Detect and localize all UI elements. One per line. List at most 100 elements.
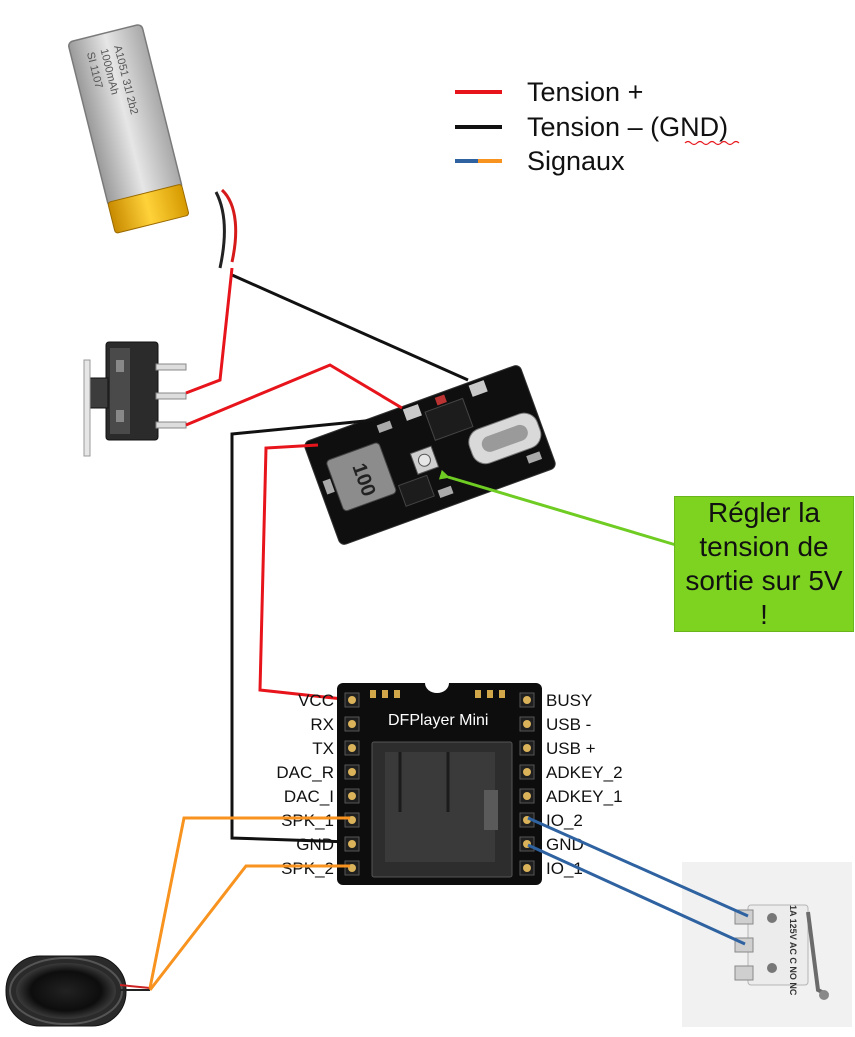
legend-item-positive: Tension +	[455, 77, 643, 107]
note-callout: Régler la tension de sortie sur 5V !	[674, 496, 854, 632]
mosfet	[397, 474, 435, 507]
header-pin-pad	[348, 792, 356, 800]
smd-led	[434, 394, 447, 406]
smd-part	[394, 690, 400, 698]
microswitch-body	[747, 904, 809, 986]
wire-board-to-vcc	[258, 443, 353, 702]
speaker-lead	[119, 984, 151, 989]
header-pin-pad	[348, 744, 356, 752]
legend-item-ground: Tension – (GND)	[455, 112, 740, 146]
dfplayer-left-header	[344, 692, 360, 876]
dfplayer-right-pin-labels: BUSY USB - USB + ADKEY_2 ADKEY_1 IO_2 GN…	[546, 691, 623, 878]
legend-label: Signaux	[527, 146, 625, 176]
switch-notch	[116, 410, 124, 422]
wire-spk2	[148, 864, 350, 991]
header-pin-pad	[523, 792, 531, 800]
wire-spk1	[148, 816, 350, 989]
header-pin-pad	[523, 768, 531, 776]
smd-part	[437, 485, 454, 499]
pin-label-usb-plus: USB +	[546, 739, 596, 758]
wire-switch-to-board	[185, 363, 403, 427]
switch-face	[110, 348, 130, 434]
pin-label-adkey-1: ADKEY_1	[546, 787, 623, 806]
micro-switch: 1A 125V AC C NO NC	[682, 862, 852, 1027]
pin-label-spk-1: SPK_1	[281, 811, 334, 830]
dfplayer-mini: DFPlayer Mini	[337, 683, 542, 885]
switch-pin	[155, 392, 187, 400]
switch-notch	[116, 360, 124, 372]
smd-part	[370, 690, 376, 698]
battery-black-lead	[214, 191, 226, 269]
potentiometer-screw	[417, 453, 431, 467]
pin-label-vcc: VCC	[298, 691, 334, 710]
wire-io2	[527, 816, 749, 918]
sd-card-spring	[484, 790, 498, 830]
pin-label-tx: TX	[312, 739, 334, 758]
dfplayer-title: DFPlayer Mini	[388, 712, 488, 729]
header-pin-pad	[348, 696, 356, 704]
sd-card-guide	[398, 752, 450, 812]
pin-label-rx: RX	[310, 715, 334, 734]
wire-battery-to-switch	[185, 267, 234, 395]
pin-label-busy: BUSY	[546, 691, 592, 710]
header-pin-pad	[348, 840, 356, 848]
positive-wires	[185, 267, 403, 702]
header-pin-pad	[523, 744, 531, 752]
smd-part	[526, 451, 543, 464]
legend-label: Tension – (GND)	[527, 112, 728, 142]
signal-wires	[148, 816, 749, 991]
legend-item-signals: Signaux	[455, 146, 625, 176]
pin-label-dac-r: DAC_R	[276, 763, 334, 782]
smd-part	[376, 420, 393, 433]
pin-label-gnd: GND	[296, 835, 334, 854]
smd-part	[499, 690, 505, 698]
smd-part	[487, 690, 493, 698]
switch-pin	[155, 421, 187, 429]
pin-label-io-1: IO_1	[546, 859, 583, 878]
dfplayer-notch	[425, 683, 449, 693]
switch-lever	[89, 377, 109, 409]
pad-bminus	[468, 380, 488, 397]
inductor	[326, 442, 397, 512]
microswitch-marking: 1A 125V AC C NO NC	[788, 905, 798, 996]
smd-part	[382, 690, 388, 698]
legend-label: Tension +	[527, 77, 643, 107]
ground-wires	[230, 273, 469, 844]
smd-part	[475, 690, 481, 698]
pin-label-usb-minus: USB -	[546, 715, 591, 734]
microswitch-hole	[767, 913, 777, 923]
dfplayer-left-pin-labels: VCC RX TX DAC_R DAC_I SPK_1 GND SPK_2	[276, 691, 334, 878]
note-text: Régler la tension de sortie sur 5V !	[685, 497, 843, 630]
wire-io1	[527, 843, 746, 946]
battery-red-lead	[220, 188, 238, 263]
pin-label-dac-i: DAC_I	[284, 787, 334, 806]
pin-label-io-2: IO_2	[546, 811, 583, 830]
note-arrow	[438, 469, 677, 547]
sd-card-opening	[385, 752, 495, 862]
pin-label-spk-2: SPK_2	[281, 859, 334, 878]
speaker	[5, 955, 151, 1027]
microswitch-hole	[767, 963, 777, 973]
slide-switch	[83, 341, 187, 457]
header-pin-pad	[523, 696, 531, 704]
legend: Tension + Tension – (GND) Signaux	[455, 77, 740, 176]
spellcheck-underline	[684, 140, 740, 146]
header-pin-pad	[348, 768, 356, 776]
lipo-battery: A1051 31l 2b2 1000mAh SI 1107	[68, 24, 238, 269]
charger-boost-board: 100	[304, 365, 556, 545]
header-pin-pad	[523, 720, 531, 728]
header-pin-pad	[348, 720, 356, 728]
microswitch-terminal	[734, 965, 754, 981]
smd-part	[322, 478, 335, 495]
pin-label-gnd-right: GND	[546, 835, 584, 854]
header-pin-pad	[523, 864, 531, 872]
pin-label-adkey-2: ADKEY_2	[546, 763, 623, 782]
dfplayer-right-header	[519, 692, 535, 876]
wire-board-to-dfplayer-gnd	[230, 418, 376, 844]
microswitch-roller	[819, 990, 829, 1000]
battery-protection-pcb	[107, 184, 189, 234]
switch-pin	[155, 363, 187, 371]
switch-bracket	[83, 359, 91, 457]
usb-c-inner	[481, 424, 528, 452]
